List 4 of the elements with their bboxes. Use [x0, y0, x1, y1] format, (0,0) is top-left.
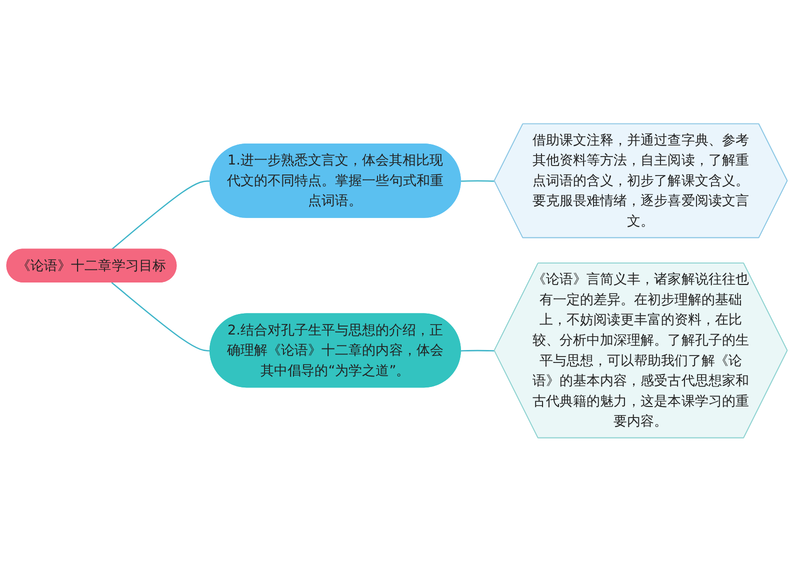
connector — [111, 282, 210, 352]
connector — [460, 180, 495, 182]
connector — [460, 350, 495, 352]
connector — [111, 180, 210, 250]
